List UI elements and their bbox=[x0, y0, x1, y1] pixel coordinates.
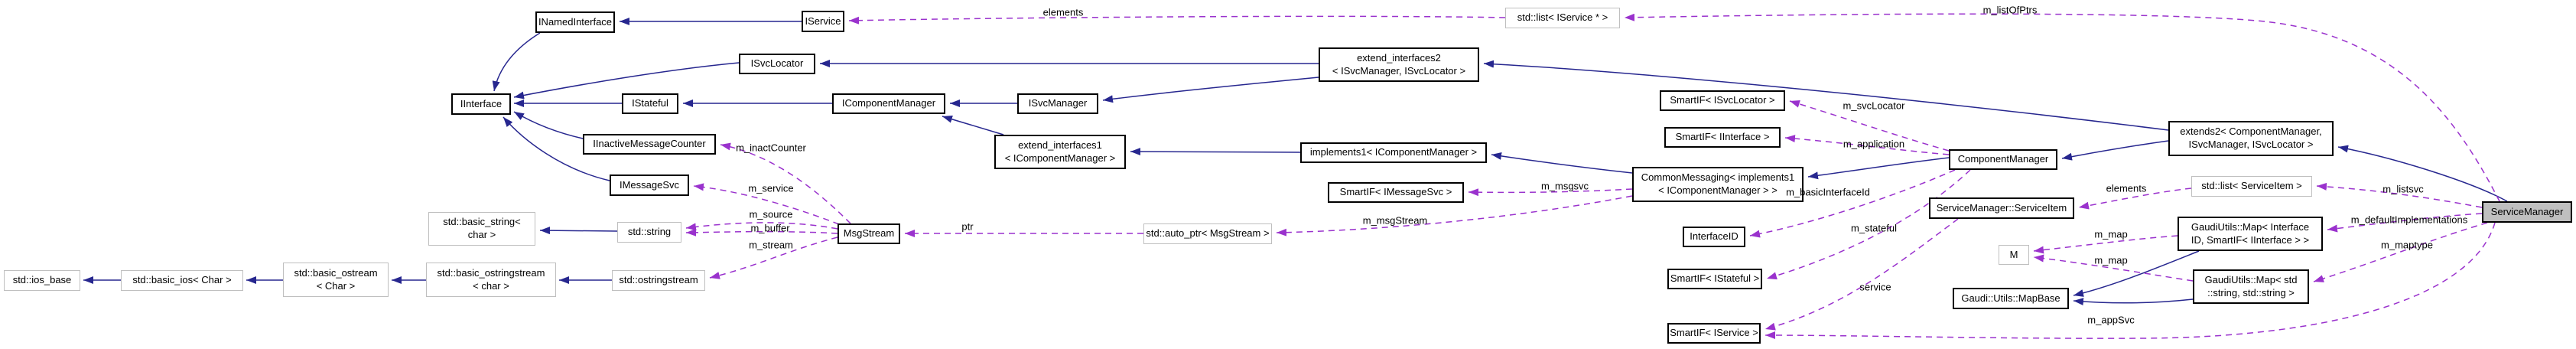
node-extends2[interactable]: extends2< ComponentManager, ISvcManager,… bbox=[2168, 121, 2334, 156]
edge-label-m_basicInterfaceId: m_basicInterfaceId bbox=[1786, 186, 1870, 198]
node-imessagesvc[interactable]: IMessageSvc bbox=[610, 174, 689, 196]
edge-iinactivemessagecounter-to-iinterface bbox=[513, 111, 584, 139]
edge-label-m_stateful: m_stateful bbox=[1851, 222, 1897, 234]
node-smartif-isvclocator[interactable]: SmartIF< ISvcLocator > bbox=[1660, 90, 1785, 111]
node-basic-ostream: std::basic_ostream < Char > bbox=[283, 263, 389, 297]
edge-list-serviceitem-to-serviceitem bbox=[2078, 188, 2192, 210]
edge-serviceitem-to-smartif-iservice bbox=[1764, 218, 1959, 331]
edge-label-m_map: m_map bbox=[2094, 254, 2128, 266]
edge-label-m_application: m_application bbox=[1843, 138, 1905, 150]
edge-label-m_listsvc: m_listsvc bbox=[2382, 183, 2424, 195]
node-isvcmanager[interactable]: ISvcManager bbox=[1017, 93, 1098, 114]
edge-map-interfaceid-to-m bbox=[2033, 235, 2178, 254]
edge-label-m_source: m_source bbox=[749, 208, 793, 220]
node-smartif-istateful[interactable]: SmartIF< IStateful > bbox=[1667, 269, 1762, 289]
edge-imessagesvc-to-iinterface bbox=[503, 116, 610, 181]
node-m: M bbox=[1999, 245, 2029, 265]
edge-msgstream-to-ostringstream bbox=[709, 236, 838, 279]
edge-componentmanager-to-smartif-iinterface bbox=[1784, 135, 1950, 155]
node-msgstream[interactable]: MsgStream bbox=[838, 223, 900, 244]
edge-map-string-to-m bbox=[2033, 254, 2194, 282]
edge-commonmessaging-to-implements1 bbox=[1491, 152, 1633, 174]
node-smartif-iservice[interactable]: SmartIF< IService > bbox=[1667, 323, 1761, 344]
node-auto-ptr-msgstream: std::auto_ptr< MsgStream > bbox=[1143, 223, 1272, 244]
node-serviceitem[interactable]: ServiceManager::ServiceItem bbox=[1929, 197, 2074, 219]
node-iservice[interactable]: IService bbox=[802, 11, 844, 32]
node-map-interfaceid[interactable]: GaudiUtils::Map< Interface ID, SmartIF< … bbox=[2178, 217, 2323, 251]
node-list-serviceitem: std::list< ServiceItem > bbox=[2191, 176, 2312, 197]
edge-servicemanager-to-smartif-iservice bbox=[1764, 222, 2496, 340]
edge-list-iservice-to-iservice bbox=[848, 15, 1506, 24]
node-istateful[interactable]: IStateful bbox=[622, 93, 678, 114]
edge-msgstream-to-std-string bbox=[685, 228, 838, 236]
edge-label-m_msgStream: m_msgStream bbox=[1362, 214, 1428, 227]
edge-commonmessaging-to-smartif-imessagesvc bbox=[1468, 188, 1633, 197]
edge-componentmanager-to-smartif-istateful bbox=[1766, 169, 1971, 280]
node-icomponentmanager[interactable]: IComponentManager bbox=[832, 93, 945, 114]
edge-servicemanager-to-map-string bbox=[2313, 222, 2488, 282]
edge-label-m_stream: m_stream bbox=[749, 239, 793, 251]
node-isvclocator[interactable]: ISvcLocator bbox=[739, 54, 815, 74]
edge-extends2-to-componentmanager bbox=[2061, 140, 2169, 161]
edge-map-interfaceid-to-mapbase bbox=[2073, 250, 2200, 297]
node-inamedinterface[interactable]: INamedInterface bbox=[535, 11, 615, 33]
edge-servicemanager-to-map-interfaceid bbox=[2327, 213, 2483, 233]
edge-extend-interfaces2-to-isvcmanager bbox=[1102, 77, 1319, 103]
edge-label-m_svcLocator: m_svcLocator bbox=[1843, 99, 1905, 112]
edge-label-elements: elements bbox=[1042, 6, 1084, 18]
edge-label-service: service bbox=[1859, 281, 1891, 293]
node-mapbase[interactable]: Gaudi::Utils::MapBase bbox=[1953, 288, 2069, 309]
edge-commonmessaging-to-auto-ptr-msgstream bbox=[1276, 195, 1633, 236]
edge-label-m_msgsvc: m_msgsvc bbox=[1540, 180, 1589, 192]
node-basic-ostringstream: std::basic_ostringstream < char > bbox=[426, 263, 556, 297]
edge-label-ptr: ptr bbox=[961, 220, 974, 233]
node-componentmanager[interactable]: ComponentManager bbox=[1949, 149, 2057, 170]
edge-isvclocator-to-iinterface bbox=[513, 62, 740, 99]
edge-servicemanager-to-extends2 bbox=[2337, 145, 2508, 202]
node-basic-ios: std::basic_ios< Char > bbox=[121, 270, 243, 291]
node-servicemanager: ServiceManager bbox=[2482, 201, 2572, 223]
edge-componentmanager-to-interfaceid bbox=[1749, 169, 1956, 238]
edge-msgstream-to-std-string bbox=[685, 222, 838, 231]
edge-label-m_listOfPtrs: m_listOfPtrs bbox=[1982, 4, 2038, 16]
edge-label-m_defaultImplementations: m_defaultImplementations bbox=[2350, 214, 2468, 226]
edge-label-m_map: m_map bbox=[2094, 228, 2128, 240]
edge-map-string-to-mapbase bbox=[2073, 298, 2194, 306]
edge-label-m_inactCounter: m_inactCounter bbox=[736, 142, 806, 154]
edge-label-m_buffer: m_buffer bbox=[750, 222, 790, 234]
edge-label-m_service: m_service bbox=[748, 182, 794, 194]
node-std-string: std::string bbox=[617, 222, 681, 243]
node-ios-base: std::ios_base bbox=[4, 270, 80, 291]
edge-componentmanager-to-smartif-isvclocator bbox=[1789, 100, 1950, 152]
node-ostringstream: std::ostringstream bbox=[612, 270, 705, 291]
node-extend-interfaces2[interactable]: extend_interfaces2 < ISvcManager, ISvcLo… bbox=[1319, 47, 1479, 82]
edge-group bbox=[83, 13, 2508, 340]
edge-extends2-to-extend-interfaces2 bbox=[1483, 60, 2169, 131]
edge-servicemanager-to-list-iservice bbox=[1624, 13, 2500, 202]
node-commonmessaging[interactable]: CommonMessaging< implements1 < IComponen… bbox=[1632, 167, 1804, 202]
node-smartif-imessagesvc[interactable]: SmartIF< IMessageSvc > bbox=[1328, 182, 1464, 203]
node-smartif-iinterface[interactable]: SmartIF< IInterface > bbox=[1664, 127, 1781, 148]
node-map-string[interactable]: GaudiUtils::Map< std ::string, std::stri… bbox=[2193, 269, 2309, 304]
edge-label-m_maptype: m_maptype bbox=[2381, 239, 2433, 251]
edge-inamedinterface-to-iinterface bbox=[492, 32, 541, 92]
node-basic-string: std::basic_string< char > bbox=[428, 212, 535, 246]
node-iinterface[interactable]: IInterface bbox=[451, 93, 511, 115]
edge-label-m_appSvc: m_appSvc bbox=[2087, 314, 2135, 326]
node-list-iservice: std::list< IService * > bbox=[1505, 8, 1620, 28]
edge-extend-interfaces1-to-icomponentmanager bbox=[942, 115, 1004, 135]
node-implements1[interactable]: implements1< IComponentManager > bbox=[1300, 142, 1487, 163]
edge-label-elements: elements bbox=[2106, 182, 2147, 194]
edge-std-string-to-basic-string bbox=[539, 227, 618, 235]
edge-msgstream-to-iinactivemessagecounter bbox=[720, 142, 851, 224]
node-iinactivemessagecounter[interactable]: IInactiveMessageCounter bbox=[583, 134, 716, 155]
node-interfaceid[interactable]: InterfaceID bbox=[1683, 227, 1745, 247]
edge-componentmanager-to-commonmessaging bbox=[1807, 157, 1950, 180]
edge-msgstream-to-imessagesvc bbox=[693, 183, 840, 225]
node-extend-interfaces1[interactable]: extend_interfaces1 < IComponentManager > bbox=[994, 135, 1126, 169]
